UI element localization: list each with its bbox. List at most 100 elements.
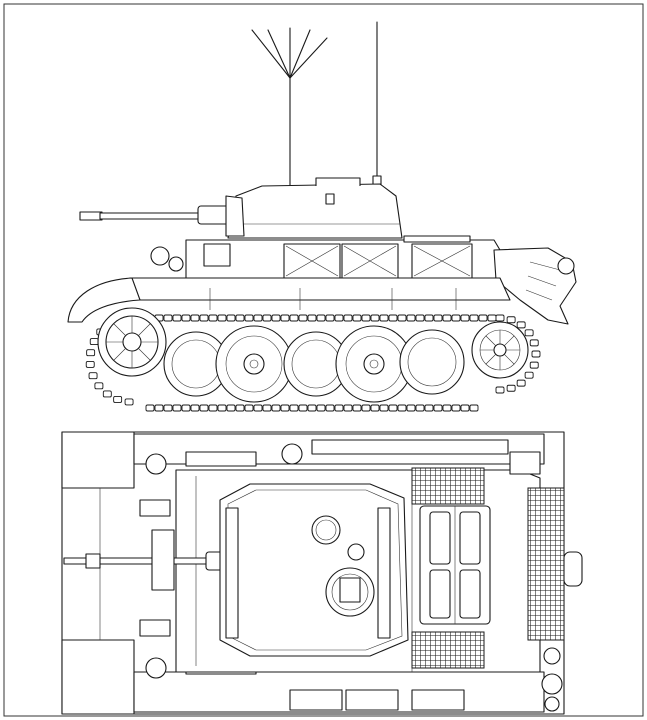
hull <box>67 277 511 323</box>
track-link <box>506 384 516 392</box>
track-link <box>307 404 317 412</box>
star-antenna <box>251 27 328 189</box>
track-link <box>469 314 479 322</box>
track-link <box>451 314 461 322</box>
track-link <box>235 314 245 322</box>
track-link <box>145 404 155 412</box>
track-link <box>531 350 541 358</box>
track-link <box>506 316 516 324</box>
track-link <box>172 404 182 412</box>
track-link <box>89 338 99 346</box>
track-link <box>235 404 245 412</box>
turret <box>225 177 403 239</box>
track-link <box>316 404 326 412</box>
track-link <box>524 329 534 337</box>
track-link <box>298 314 308 322</box>
track-link <box>113 396 123 403</box>
track-link <box>253 404 263 412</box>
track-link <box>469 404 479 412</box>
track-link <box>244 314 254 322</box>
top-view <box>61 431 583 715</box>
track-link <box>516 379 526 387</box>
track-link <box>388 314 398 322</box>
track-link <box>529 339 539 347</box>
track-link <box>289 314 299 322</box>
track-link <box>298 404 308 412</box>
track-link <box>88 372 98 380</box>
engine-deck <box>419 505 491 625</box>
track-link <box>460 404 470 412</box>
track-link <box>397 314 407 322</box>
track-link <box>343 314 353 322</box>
track-link <box>433 404 443 412</box>
track-link <box>370 314 380 322</box>
track-link <box>199 404 209 412</box>
track-link <box>361 404 371 412</box>
track-link <box>289 404 299 412</box>
headlight <box>150 246 184 272</box>
track-link <box>460 314 470 322</box>
hatch <box>311 515 341 545</box>
track-link <box>442 404 452 412</box>
track-link <box>334 404 344 412</box>
track-link <box>406 314 416 322</box>
road-wheel <box>399 329 465 395</box>
track-link <box>424 404 434 412</box>
superstructure <box>185 235 501 281</box>
track-link <box>415 314 425 322</box>
track-link <box>124 398 134 406</box>
track-link <box>352 404 362 412</box>
track-link <box>361 314 371 322</box>
side-view <box>67 21 577 412</box>
track-link <box>529 361 539 369</box>
track-link <box>154 404 164 412</box>
track-link <box>262 314 272 322</box>
track-link <box>307 314 317 322</box>
road-wheel <box>215 325 293 403</box>
frame-border <box>3 3 644 717</box>
track-link <box>208 314 218 322</box>
track-link <box>217 404 227 412</box>
rod-antenna <box>372 21 382 187</box>
engine-grille <box>527 487 565 641</box>
main-gun <box>79 205 233 225</box>
track <box>85 314 541 412</box>
track-link <box>217 314 227 322</box>
track-link <box>451 404 461 412</box>
track-link <box>516 321 526 329</box>
track-link <box>85 360 95 368</box>
track-link <box>190 404 200 412</box>
turret-top <box>219 483 409 657</box>
engine-grille <box>411 467 485 505</box>
drive-sprocket <box>97 307 167 377</box>
track-link <box>163 404 173 412</box>
track-link <box>433 314 443 322</box>
track-link <box>86 349 96 357</box>
track-link <box>181 404 191 412</box>
track-link <box>316 314 326 322</box>
track-link <box>325 404 335 412</box>
track-link <box>253 314 263 322</box>
track-link <box>379 404 389 412</box>
exhaust <box>509 451 583 712</box>
track-link <box>524 371 534 379</box>
rear-deck <box>493 247 577 325</box>
track-link <box>190 314 200 322</box>
track-link <box>226 314 236 322</box>
track-link <box>94 382 104 390</box>
track-link <box>397 404 407 412</box>
track-link <box>244 404 254 412</box>
track-link <box>388 404 398 412</box>
track-link <box>343 404 353 412</box>
track-link <box>442 314 452 322</box>
track-link <box>262 404 272 412</box>
track-link <box>271 404 281 412</box>
track-link <box>415 404 425 412</box>
track-link <box>495 386 505 394</box>
track-link <box>181 314 191 322</box>
track-link <box>487 314 497 322</box>
engine-grille <box>411 631 485 669</box>
track-link <box>370 404 380 412</box>
hatch <box>325 567 375 617</box>
